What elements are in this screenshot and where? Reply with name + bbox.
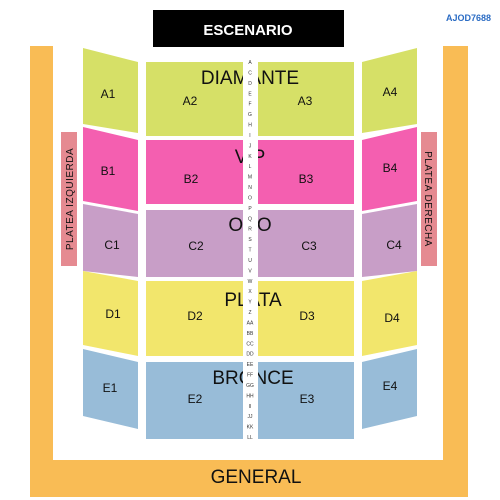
row-label: V (248, 268, 252, 274)
row-label: W (248, 279, 253, 285)
section-e2[interactable] (146, 362, 243, 439)
row-label: E (248, 91, 252, 97)
section-a4[interactable] (362, 48, 417, 133)
row-label: Q (248, 216, 252, 222)
label-c3: C3 (301, 239, 317, 253)
label-a3: A3 (298, 94, 313, 108)
section-c2[interactable] (146, 210, 243, 277)
row-label: KK (247, 425, 254, 431)
label-b1: B1 (101, 164, 116, 178)
row-label: JJ (248, 414, 254, 420)
center-aisle (243, 55, 258, 440)
row-label: BB (247, 331, 254, 337)
row-label: P (248, 206, 252, 212)
label-d2: D2 (187, 309, 203, 323)
row-label: CC (246, 341, 254, 347)
row-label: X (248, 289, 252, 295)
section-c3[interactable] (258, 210, 354, 277)
stage (153, 10, 344, 47)
section-e4[interactable] (362, 349, 417, 429)
row-label: HH (246, 393, 254, 399)
row-label: S (248, 237, 252, 243)
row-label: EE (247, 362, 254, 368)
row-label: DD (246, 352, 254, 358)
platea-derecha-label: PLATEA DERECHA (422, 151, 433, 247)
section-b3[interactable] (258, 140, 354, 204)
label-b3: B3 (299, 172, 314, 186)
row-label: C (248, 70, 252, 76)
row-label: K (248, 154, 252, 160)
stage-label: ESCENARIO (203, 22, 293, 39)
row-label: D (248, 81, 252, 87)
row-label: H (248, 123, 252, 129)
row-label: LL (247, 435, 253, 441)
row-label: GG (246, 383, 254, 389)
row-label: N (248, 185, 252, 191)
row-label: T (248, 248, 251, 254)
label-e3: E3 (300, 392, 315, 406)
label-b2: B2 (184, 172, 199, 186)
section-a3[interactable] (258, 62, 354, 136)
row-label: Y (248, 300, 252, 306)
label-e1: E1 (103, 381, 118, 395)
row-label: G (248, 112, 252, 118)
label-d1: D1 (105, 307, 121, 321)
label-c1: C1 (104, 238, 120, 252)
tier-sections (83, 48, 417, 439)
row-label: M (248, 175, 252, 181)
venue-code: AJOD7688 (446, 13, 491, 23)
section-a1[interactable] (83, 48, 138, 133)
row-label: U (248, 258, 252, 264)
section-c1[interactable] (83, 204, 138, 277)
section-a2[interactable] (146, 62, 243, 136)
label-e4: E4 (383, 379, 398, 393)
section-d3[interactable] (258, 281, 354, 356)
row-label: O (248, 195, 252, 201)
label-a2: A2 (183, 94, 198, 108)
general-label: GENERAL (211, 467, 302, 488)
platea-izquierda-label: PLATEA IZQUIERDA (65, 148, 76, 250)
row-label: FF (247, 373, 253, 379)
label-d3: D3 (299, 309, 315, 323)
row-label: F (248, 102, 251, 108)
section-b4[interactable] (362, 127, 417, 211)
label-e2: E2 (188, 392, 203, 406)
section-e1[interactable] (83, 349, 138, 429)
row-label: AA (247, 320, 254, 326)
section-b1[interactable] (83, 127, 138, 211)
row-label: II (249, 404, 252, 410)
row-label: L (249, 164, 252, 170)
section-d2[interactable] (146, 281, 243, 356)
section-c4[interactable] (362, 204, 417, 277)
platea-derecha-section[interactable] (421, 132, 437, 266)
label-a1: A1 (101, 87, 116, 101)
section-d1[interactable] (83, 271, 138, 356)
row-label: J (249, 143, 252, 149)
label-c4: C4 (386, 238, 402, 252)
section-e3[interactable] (258, 362, 354, 439)
label-a4: A4 (383, 85, 398, 99)
row-label: Z (248, 310, 251, 316)
row-label: I (249, 133, 250, 139)
row-label: R (248, 227, 252, 233)
label-b4: B4 (383, 161, 398, 175)
section-d4[interactable] (362, 271, 417, 356)
label-c2: C2 (188, 239, 204, 253)
platea-izquierda-section[interactable] (61, 132, 77, 266)
section-b2[interactable] (146, 140, 243, 204)
row-label: A (248, 60, 252, 66)
label-d4: D4 (384, 311, 400, 325)
